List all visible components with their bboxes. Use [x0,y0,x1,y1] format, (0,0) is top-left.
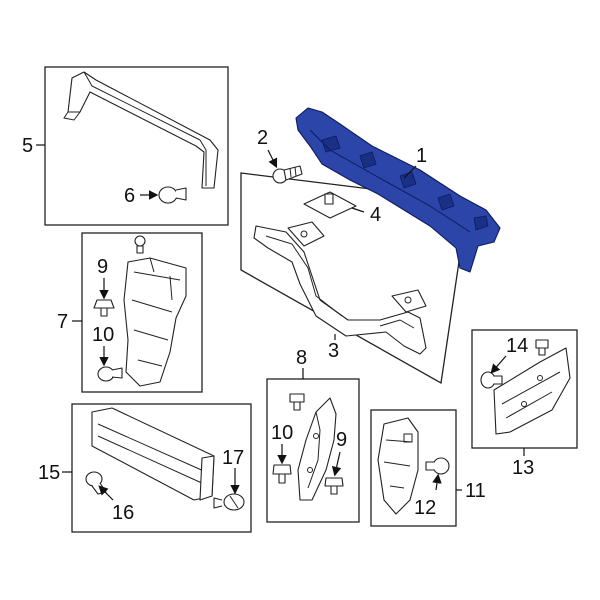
part-3-tie-bar [253,221,427,355]
part-10-clip-a [97,366,123,382]
callout-14: 14 [506,335,528,357]
part-7-shield [123,257,187,387]
callout-9-b: 9 [336,429,347,451]
part-6-clip [158,186,187,204]
callout-6: 6 [124,185,135,207]
group-box-5 [44,66,229,226]
part-4-plate [303,191,357,219]
group-box-15 [71,403,252,533]
callout-3: 3 [328,340,339,362]
part-8-bracket [297,397,337,501]
callout-1: 1 [416,145,427,167]
callout-5: 5 [22,135,33,157]
callout-10-b: 10 [271,422,293,444]
callout-7: 7 [57,311,68,333]
group-box-13 [471,329,578,449]
part-2-bolt [272,165,303,184]
callout-13: 13 [512,457,534,479]
callout-12: 12 [414,497,436,519]
part-9-clip-b [324,477,344,495]
part-11-shield [377,417,419,515]
part-1-upper-tie-bar [295,107,501,273]
part-14-clip [480,339,549,389]
part-8-top-clip [289,393,305,411]
callout-2: 2 [257,127,268,149]
group-box-8 [266,378,360,523]
callout-8: 8 [296,347,307,369]
part-10-clip-b [272,464,292,484]
callout-10-a: 10 [92,324,114,346]
part-15-panel [91,407,215,501]
callout-16: 16 [112,502,134,524]
part-9-clip-a [93,235,146,317]
group-parallelogram-3 [240,172,469,385]
callout-4: 4 [370,204,381,226]
part-13-panel [493,347,571,435]
callout-15: 15 [38,462,60,484]
group-box-7 [81,232,203,393]
callout-17: 17 [222,447,244,469]
group-box-11 [370,409,457,527]
part-5-bracket [63,71,219,189]
callout-11: 11 [465,480,486,502]
callout-9-a: 9 [97,256,108,278]
part-12-clip [425,457,450,475]
